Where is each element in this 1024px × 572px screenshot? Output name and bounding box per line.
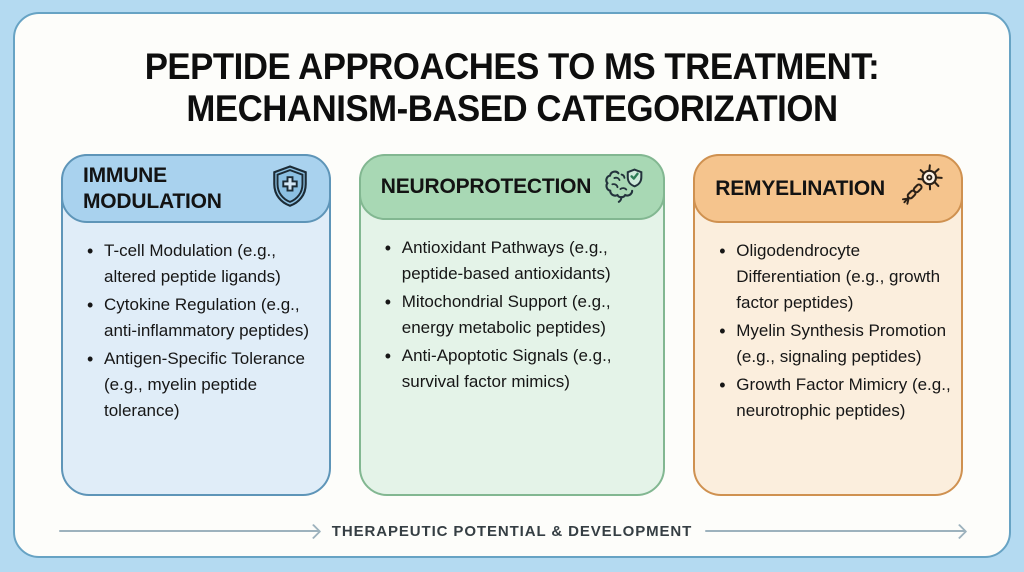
list-item: Growth Factor Mimicry (e.g., neurotrophi…	[719, 372, 951, 424]
brain-shield-icon	[599, 163, 647, 212]
list-item: T-cell Modulation (e.g., altered peptide…	[87, 238, 319, 290]
footer-axis-label: THERAPEUTIC POTENTIAL & DEVELOPMENT	[331, 522, 693, 540]
list-item: Antigen-Specific Tolerance (e.g., myelin…	[87, 346, 319, 424]
mechanism-list: T-cell Modulation (e.g., altered peptide…	[87, 238, 319, 424]
page-title-line1: PEPTIDE APPROACHES TO MS TREATMENT:	[144, 46, 880, 87]
card-immune-modulation: IMMUNE MODULATION T-cell Modulation (e.g…	[61, 154, 331, 496]
shield-cross-icon	[267, 162, 313, 215]
card-remyelination-header: REMYELINATION	[693, 154, 964, 223]
card-remyelination: REMYELINATION	[693, 154, 964, 496]
list-item: Antioxidant Pathways (e.g., peptide-base…	[385, 235, 654, 287]
page-title: PEPTIDE APPROACHES TO MS TREATMENT: MECH…	[45, 46, 979, 130]
card-immune-modulation-header: IMMUNE MODULATION	[61, 154, 331, 223]
page-title-line2: MECHANISM-BASED CATEGORIZATION	[186, 88, 838, 130]
card-body: T-cell Modulation (e.g., altered peptide…	[63, 223, 329, 426]
mechanism-list: Oligodendrocyte Differentiation (e.g., g…	[719, 238, 951, 424]
mechanism-list: Antioxidant Pathways (e.g., peptide-base…	[385, 235, 654, 395]
card-body: Oligodendrocyte Differentiation (e.g., g…	[695, 223, 961, 426]
card-title: REMYELINATION	[715, 176, 885, 200]
card-title: IMMUNE MODULATION	[83, 163, 222, 213]
card-neuroprotection-header: NEUROPROTECTION	[358, 154, 666, 220]
neuron-icon	[897, 162, 945, 215]
right-arrow-icon	[705, 530, 966, 532]
card-body: Antioxidant Pathways (e.g., peptide-base…	[361, 220, 664, 397]
left-arrow-icon	[59, 530, 319, 532]
list-item: Cytokine Regulation (e.g., anti-inflamma…	[87, 292, 319, 344]
list-item: Myelin Synthesis Promotion (e.g., signal…	[719, 318, 951, 370]
main-panel: PEPTIDE APPROACHES TO MS TREATMENT: MECH…	[13, 12, 1011, 558]
list-item: Oligodendrocyte Differentiation (e.g., g…	[719, 238, 951, 316]
footer-axis: THERAPEUTIC POTENTIAL & DEVELOPMENT	[59, 518, 966, 544]
card-title: NEUROPROTECTION	[380, 175, 592, 198]
list-item: Anti-Apoptotic Signals (e.g., survival f…	[385, 343, 654, 395]
list-item: Mitochondrial Support (e.g., energy meta…	[385, 289, 654, 341]
category-cards-row: IMMUNE MODULATION T-cell Modulation (e.g…	[61, 154, 964, 496]
card-neuroprotection: NEUROPROTECTION Antioxidant Pathways (e.…	[358, 154, 666, 496]
